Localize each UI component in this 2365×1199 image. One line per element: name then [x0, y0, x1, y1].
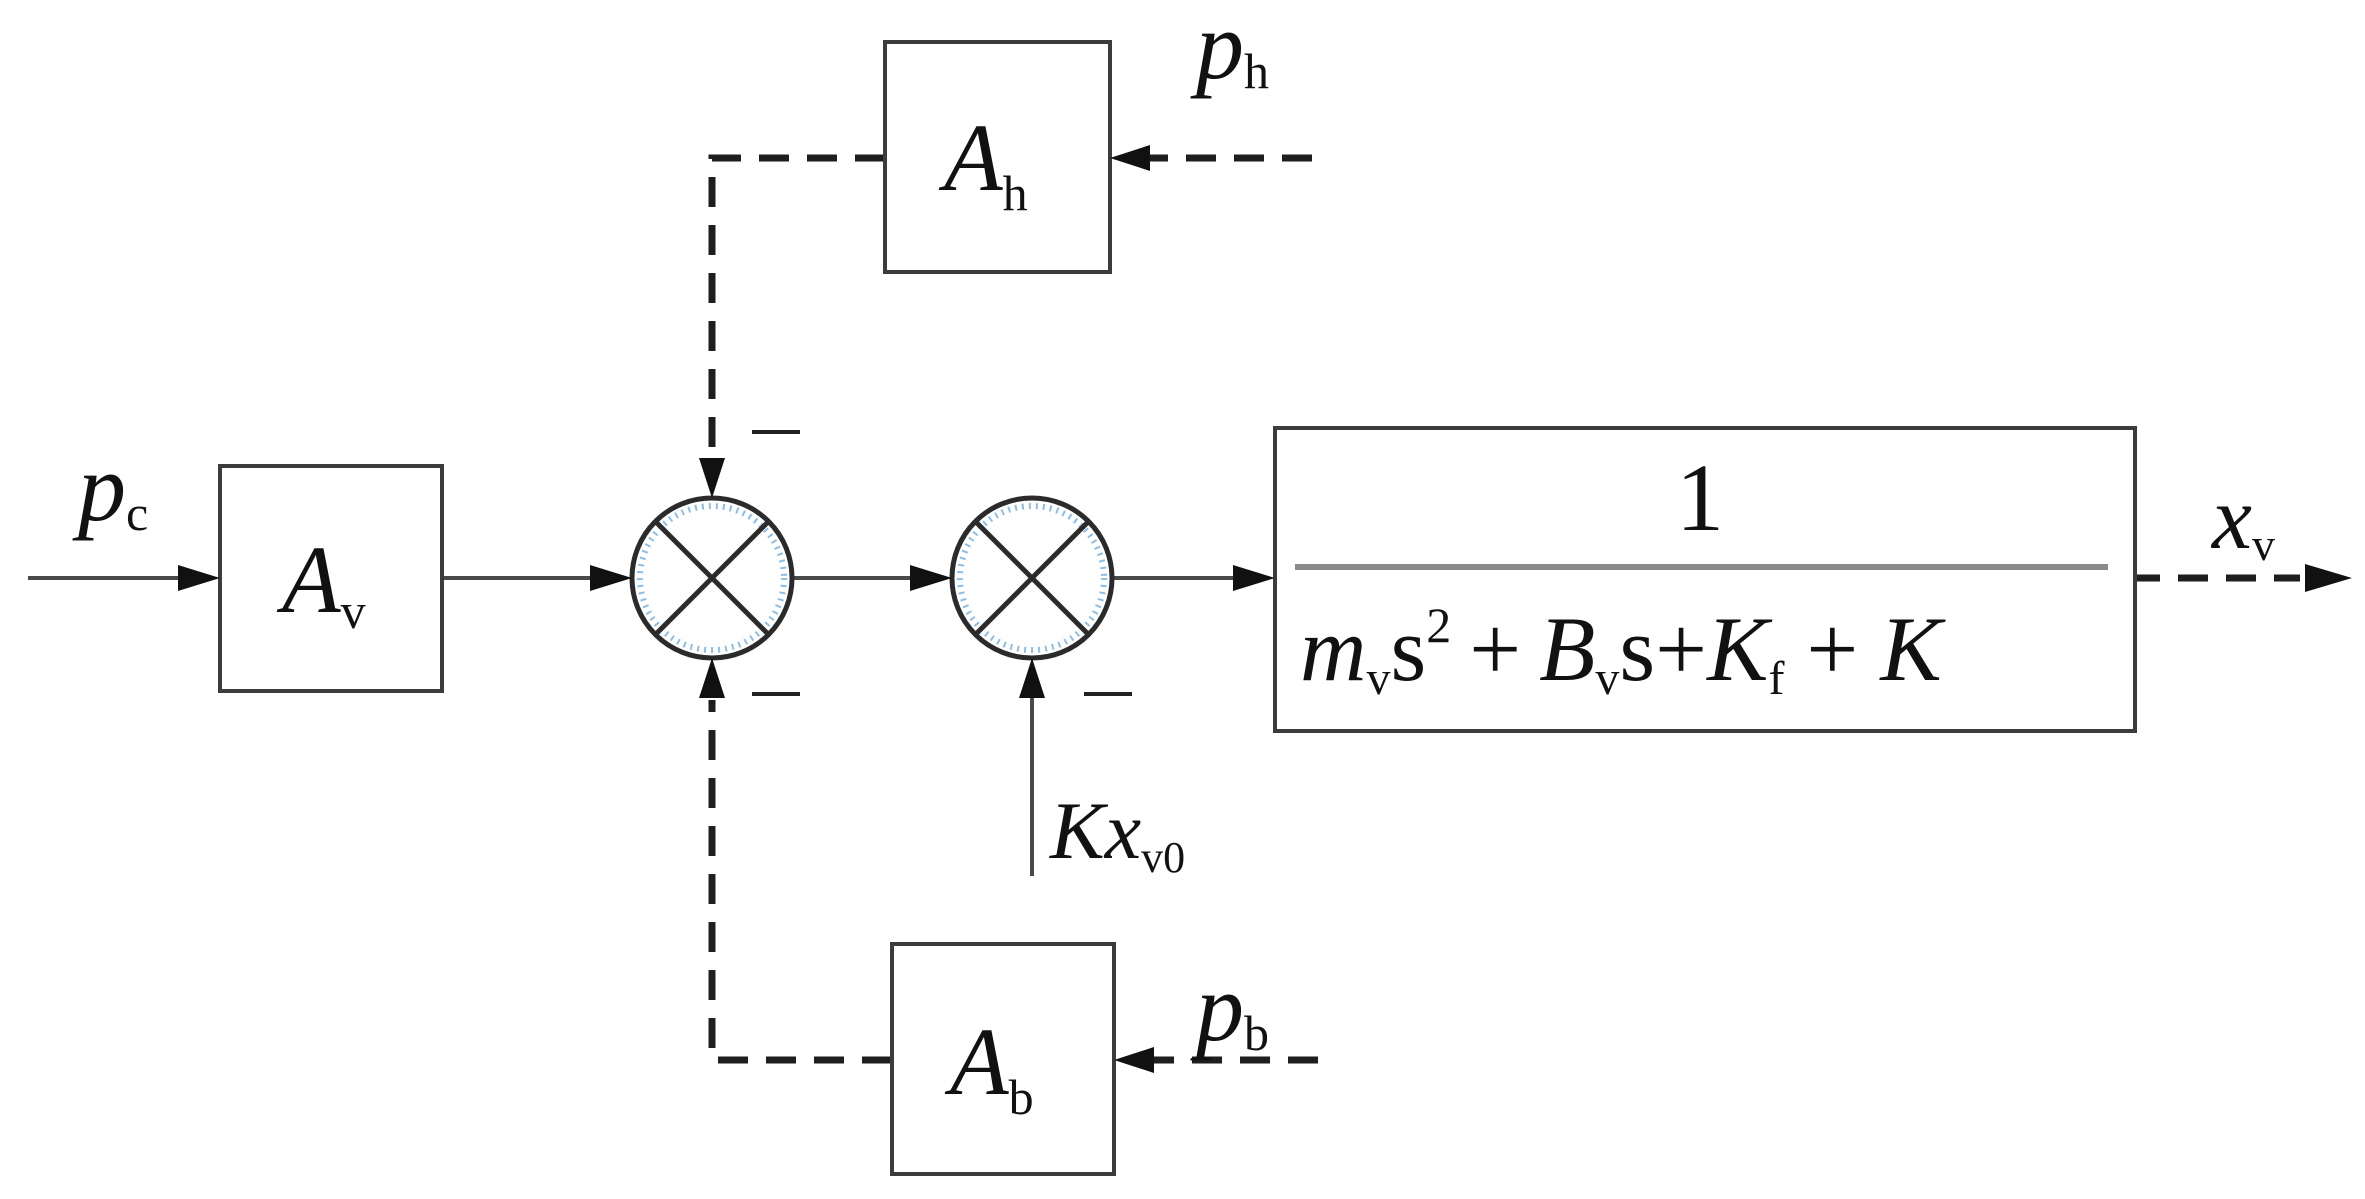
- summing-junction-2: [949, 495, 1115, 661]
- label-pb: pb: [1190, 954, 1269, 1061]
- arrow-into-sum2-bottom: [1019, 658, 1045, 698]
- label-ab: Ab: [944, 1008, 1034, 1125]
- solid-wires: [28, 576, 1250, 876]
- tf-numerator: 1: [1676, 444, 1724, 551]
- arrowheads: [178, 145, 2352, 1073]
- dash-ab-to-sum1: [708, 700, 892, 1064]
- block-av: [218, 464, 444, 693]
- tf-denominator: mvs2+Bvs+Kf+K: [1300, 597, 1946, 705]
- arrow-into-av: [178, 565, 220, 591]
- arrow-into-sum1-top: [699, 458, 725, 498]
- label-pc: pc: [72, 434, 148, 541]
- arrow-into-sum1-bottom: [699, 658, 725, 698]
- label-ah: Ah: [938, 104, 1028, 221]
- block-ab: [890, 942, 1116, 1176]
- label-ph: ph: [1190, 0, 1269, 99]
- block-transfer-function: [1273, 426, 2137, 733]
- label-av: Av: [276, 526, 366, 639]
- block-ah: [883, 40, 1112, 274]
- arrow-into-sum1-left: [590, 565, 632, 591]
- label-xv: xv: [2210, 469, 2275, 570]
- summing-junction-1: [629, 495, 795, 661]
- arrow-into-ab: [1114, 1047, 1154, 1073]
- label-kxv0: Kxv0: [1049, 785, 1185, 882]
- arrow-into-sum2-left: [910, 565, 952, 591]
- arrow-into-ah: [1110, 145, 1150, 171]
- dash-ah-to-sum1: [708, 154, 885, 456]
- arrow-into-tf: [1233, 565, 1275, 591]
- dashed-wires: [708, 154, 2300, 1064]
- arrow-xv-out: [2305, 564, 2352, 592]
